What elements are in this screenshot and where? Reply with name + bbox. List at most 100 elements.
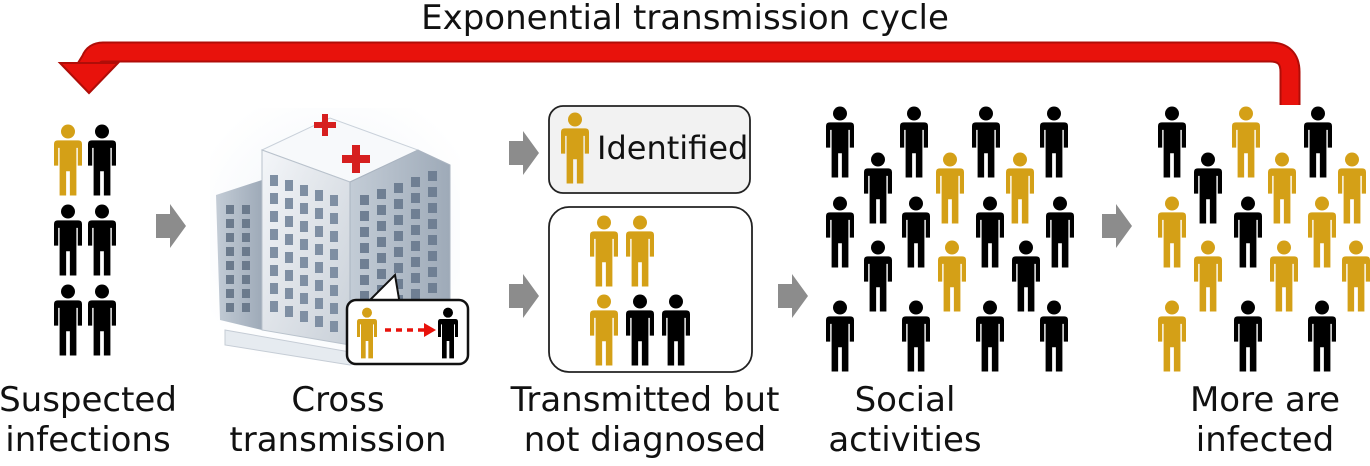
window-icon: [242, 219, 250, 228]
person-icon: [1194, 152, 1222, 224]
stage-label-suspected: Suspected infections: [0, 380, 188, 460]
window-icon: [300, 275, 308, 286]
person-icon: [900, 106, 928, 178]
person-icon: [1006, 152, 1034, 224]
stage-label-line: Transmitted but: [510, 380, 780, 420]
window-icon: [360, 259, 369, 269]
window-icon: [377, 269, 386, 279]
hospital-building-icon: [210, 108, 460, 366]
window-icon: [428, 267, 437, 277]
window-icon: [315, 262, 323, 273]
window-icon: [300, 257, 308, 268]
window-icon: [270, 265, 278, 276]
cross-infection-callout: [345, 272, 470, 366]
window-icon: [411, 241, 420, 251]
window-icon: [360, 211, 369, 221]
window-icon: [330, 285, 338, 296]
window-icon: [360, 227, 369, 237]
window-icon: [300, 203, 308, 214]
window-icon: [285, 306, 293, 317]
window-icon: [226, 205, 234, 214]
person-icon: [1194, 240, 1222, 312]
window-icon: [411, 273, 420, 283]
window-icon: [300, 293, 308, 304]
person-icon: [864, 240, 892, 312]
window-icon: [330, 231, 338, 242]
window-icon: [285, 198, 293, 209]
window-icon: [411, 289, 420, 299]
stage-label-more: More are infected: [1165, 380, 1365, 460]
window-icon: [270, 193, 278, 204]
person-icon: [1268, 152, 1296, 224]
window-icon: [242, 233, 250, 242]
window-icon: [377, 253, 386, 263]
stage-label-line: Suspected: [0, 380, 177, 420]
window-icon: [285, 234, 293, 245]
stage-label-social: Social activities: [810, 380, 1000, 460]
gray-arrow-icon: [509, 274, 539, 318]
stage-label-line: infections: [5, 420, 171, 460]
transmitted-box: [548, 206, 753, 373]
window-icon: [300, 311, 308, 322]
gray-arrow-icon: [509, 131, 539, 175]
person-icon: [1158, 106, 1186, 178]
window-icon: [360, 275, 369, 285]
person-icon: [1338, 152, 1366, 224]
window-icon: [394, 215, 403, 225]
window-icon: [270, 247, 278, 258]
window-icon: [411, 193, 420, 203]
person-icon: [972, 106, 1000, 178]
window-icon: [242, 289, 250, 298]
person-icon: [88, 204, 116, 276]
social-crowd: [826, 106, 1074, 372]
window-icon: [242, 303, 250, 312]
window-icon: [330, 213, 338, 224]
window-icon: [377, 189, 386, 199]
window-icon: [411, 257, 420, 267]
window-icon: [411, 177, 420, 187]
stage-label-line: transmission: [229, 420, 447, 460]
window-icon: [226, 303, 234, 312]
person-icon: [1040, 300, 1068, 372]
red-cycle-arrow-icon: [57, 41, 1301, 105]
window-icon: [330, 195, 338, 206]
window-icon: [315, 298, 323, 309]
window-icon: [428, 203, 437, 213]
person-icon: [936, 152, 964, 224]
window-icon: [226, 233, 234, 242]
person-icon: [826, 300, 854, 372]
window-icon: [360, 195, 369, 205]
person-icon: [826, 196, 854, 268]
stage-label-line: Social: [854, 380, 956, 420]
window-icon: [428, 219, 437, 229]
suspected-people-group: [54, 124, 116, 356]
person-icon: [88, 284, 116, 356]
window-icon: [242, 275, 250, 284]
window-icon: [315, 226, 323, 237]
window-icon: [315, 316, 323, 327]
gray-arrow-group: [156, 131, 1132, 318]
window-icon: [285, 270, 293, 281]
person-icon: [54, 284, 82, 356]
window-icon: [285, 252, 293, 263]
person-icon: [1342, 240, 1370, 312]
window-icon: [270, 211, 278, 222]
person-icon: [1234, 300, 1262, 372]
window-icon: [428, 283, 437, 293]
window-icon: [330, 267, 338, 278]
window-icon: [285, 180, 293, 191]
window-icon: [242, 205, 250, 214]
window-icon: [226, 247, 234, 256]
window-icon: [285, 216, 293, 227]
person-icon: [826, 106, 854, 178]
window-icon: [242, 261, 250, 270]
window-icon: [300, 221, 308, 232]
person-icon: [88, 124, 116, 196]
person-icon: [902, 196, 930, 268]
window-icon: [330, 321, 338, 332]
person-icon: [864, 152, 892, 224]
window-icon: [394, 279, 403, 289]
window-icon: [428, 235, 437, 245]
person-icon: [1234, 196, 1262, 268]
window-icon: [330, 249, 338, 260]
